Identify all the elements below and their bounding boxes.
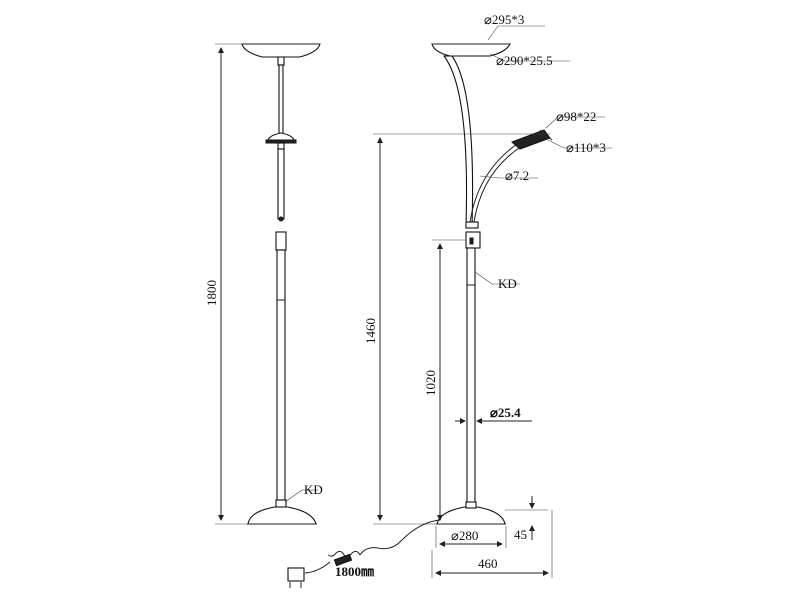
- left-lamp: KD: [241, 43, 323, 525]
- label-pole-diameter: ⌀25.4: [490, 405, 521, 420]
- label-base-diameter: ⌀280: [451, 528, 478, 543]
- left-upper-stem: [278, 64, 284, 141]
- dim-base-diameter: ⌀280: [435, 526, 507, 548]
- left-shade: [241, 43, 321, 58]
- label-shade-inner: ⌀290*25.5: [496, 53, 553, 68]
- dim-1800: 1800: [204, 43, 247, 525]
- label-shade-outer: ⌀295*3: [484, 12, 524, 27]
- right-reading-arm: [469, 141, 521, 223]
- left-shade-neck: [277, 56, 285, 66]
- label-arm-tube: ⌀7.2: [505, 168, 529, 183]
- right-base: [436, 505, 506, 525]
- right-kd-label: KD: [498, 276, 517, 291]
- label-reading-outer: ⌀110*3: [566, 140, 606, 155]
- right-pole: [466, 247, 476, 505]
- dim-1800-label: 1800: [204, 280, 219, 306]
- left-small-shade: [267, 132, 295, 141]
- right-labels: ⌀295*3 ⌀290*25.5 ⌀98*22 ⌀110*3 ⌀7.2 KD: [474, 12, 612, 291]
- left-switch-box: [275, 231, 287, 251]
- dim-1460: 1460: [363, 133, 550, 525]
- dim-1020: 1020: [423, 239, 466, 521]
- right-shade: [431, 43, 511, 57]
- left-kd-label: KD: [304, 482, 323, 497]
- dim-1020-label: 1020: [423, 370, 438, 396]
- label-base-height: 45: [514, 527, 527, 542]
- label-reading-head: ⌀98*22: [556, 109, 596, 124]
- power-cable: 1800㎜: [287, 519, 441, 588]
- right-lamp: [431, 43, 553, 525]
- power-plug: [287, 567, 305, 582]
- right-reading-head: [511, 129, 551, 150]
- dim-pole-diameter: ⌀25.4: [455, 405, 532, 424]
- left-base: [247, 505, 317, 525]
- label-460: 460: [478, 556, 498, 571]
- dim-1460-label: 1460: [363, 318, 378, 344]
- right-main-arm: [442, 55, 474, 227]
- label-cable-length: 1800㎜: [335, 564, 374, 579]
- dim-460: 460: [431, 510, 553, 578]
- left-pole: [276, 249, 286, 501]
- dim-base-height: 45: [505, 496, 548, 542]
